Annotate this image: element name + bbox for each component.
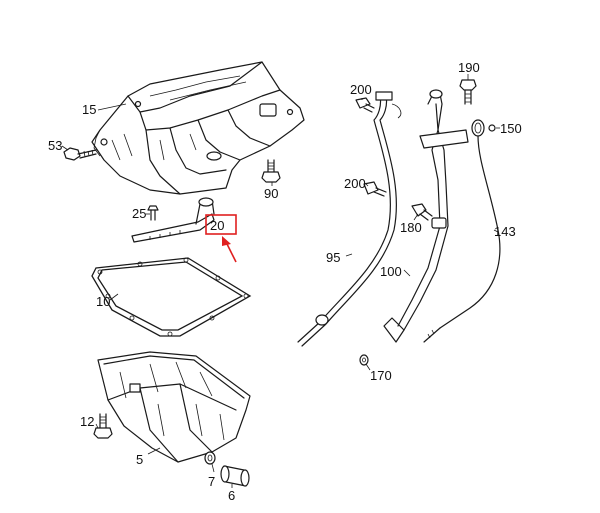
- bolt-part-200-upper: [355, 97, 375, 113]
- drain-plug-part-6: [220, 465, 250, 487]
- bolt-part-190: [459, 79, 477, 105]
- lower-oil-pan-part-5: [97, 351, 251, 463]
- dipstick-part-143: [423, 119, 501, 343]
- callout-7: 7: [208, 474, 215, 489]
- bolt-part-12: [93, 413, 113, 439]
- callout-90: 90: [264, 186, 278, 201]
- callout-53: 53: [48, 138, 62, 153]
- callout-15: 15: [82, 102, 96, 117]
- callout-20: 20: [210, 218, 224, 233]
- highlight-callout-20: [205, 214, 237, 263]
- callout-6: 6: [228, 488, 235, 503]
- bolt-part-25: [147, 205, 159, 221]
- callout-180: 180: [400, 220, 422, 235]
- drain-washer-part-7: [204, 451, 216, 465]
- callout-190: 190: [458, 60, 480, 75]
- callout-25: 25: [132, 206, 146, 221]
- callout-95: 95: [326, 250, 340, 265]
- callout-10: 10: [96, 294, 110, 309]
- callout-150: 150: [500, 121, 522, 136]
- dipstick-guide-tube-part-95: [297, 91, 402, 347]
- callout-170: 170: [370, 368, 392, 383]
- callout-5: 5: [136, 452, 143, 467]
- bolt-part-53: [63, 147, 97, 161]
- o-ring-part-170: [359, 354, 369, 366]
- callout-200-upper: 200: [350, 82, 372, 97]
- bolt-part-90: [261, 159, 281, 183]
- callout-200-lower: 200: [344, 176, 366, 191]
- bolt-part-200-lower: [363, 181, 387, 197]
- callout-12: 12: [80, 414, 94, 429]
- callout-100: 100: [380, 264, 402, 279]
- callout-labels: 15 53 90 25 20 10 12 5 7 6 200 200 190 1…: [48, 60, 522, 503]
- leader-lines: [61, 74, 500, 488]
- oil-pan-gasket-part-10: [91, 257, 252, 337]
- callout-143: 143: [494, 224, 516, 239]
- bolt-part-180: [411, 203, 433, 221]
- upper-oil-pan-part-15: [91, 61, 305, 195]
- oil-pickup-tube-part-20: [131, 197, 215, 243]
- dipstick-tube-part-100: [383, 89, 469, 343]
